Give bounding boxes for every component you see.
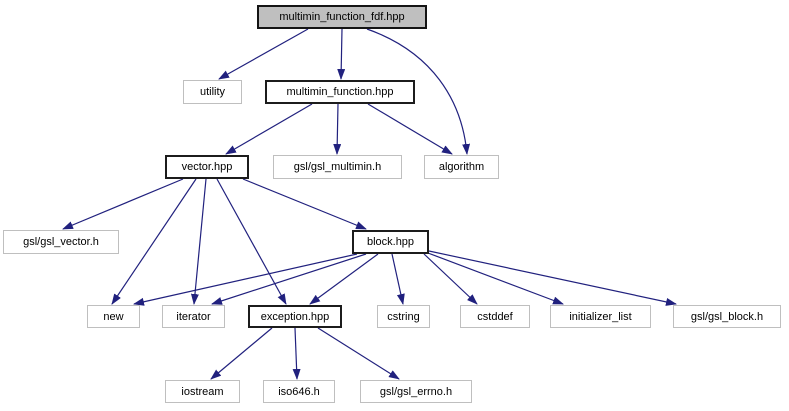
graph-node-label: utility [199, 86, 226, 98]
graph-node-label: gsl/gsl_multimin.h [293, 161, 382, 173]
include-edge-mf-to-algorithm [367, 103, 453, 155]
include-edge-fdf-to-mf [337, 28, 346, 80]
include-edge-exception-to-gslerrno [317, 327, 400, 380]
graph-node-label: iterator [176, 310, 211, 323]
graph-node-label: initializer_list [569, 310, 632, 323]
graph-node-iso646: iso646.h [263, 380, 335, 403]
graph-node-label: exception.hpp [260, 310, 330, 323]
graph-node-gslerrno: gsl/gsl_errno.h [360, 380, 472, 403]
graph-node-label: multimin_function.hpp [286, 86, 394, 98]
graph-node-utility: utility [183, 80, 242, 104]
include-edge-fdf-to-algorithm [366, 28, 471, 155]
graph-node-label: block.hpp [366, 236, 415, 248]
include-edge-block-to-iterator [211, 253, 367, 305]
graph-node-label: algorithm [438, 161, 485, 173]
graph-node-label: cstring [387, 310, 420, 323]
graph-node-label: new [103, 310, 124, 323]
include-edge-vector-to-iterator [190, 178, 207, 305]
include-edge-block-to-initlist [427, 252, 564, 305]
include-edge-block-to-cstring [391, 253, 405, 305]
graph-node-mf[interactable]: multimin_function.hpp [265, 80, 415, 104]
graph-node-iostream: iostream [165, 380, 240, 403]
graph-node-gslvector: gsl/gsl_vector.h [3, 230, 119, 254]
graph-node-fdf: multimin_function_fdf.hpp [257, 5, 427, 29]
include-edge-mf-to-vector [225, 103, 313, 155]
include-edge-vector-to-gslvector [62, 178, 184, 230]
include-edge-mf-to-gslmultimin [333, 103, 342, 155]
graph-node-label: cstddef [477, 310, 513, 323]
graph-node-label: multimin_function_fdf.hpp [279, 11, 405, 23]
include-edge-vector-to-block [242, 178, 367, 230]
include-edge-fdf-to-utility [218, 28, 309, 80]
graph-node-gslmultimin: gsl/gsl_multimin.h [273, 155, 402, 179]
graph-node-initlist: initializer_list [550, 305, 651, 328]
include-edge-exception-to-iostream [210, 327, 273, 380]
include-edge-vector-to-exception [216, 178, 287, 305]
graph-node-label: gsl/gsl_vector.h [23, 236, 99, 248]
include-edge-block-to-exception [309, 253, 379, 305]
graph-node-label: iso646.h [278, 385, 320, 398]
graph-node-block[interactable]: block.hpp [352, 230, 429, 254]
include-edge-vector-to-new [111, 178, 197, 305]
graph-node-label: gsl/gsl_errno.h [379, 385, 453, 398]
graph-node-vector[interactable]: vector.hpp [165, 155, 249, 179]
graph-node-iterator: iterator [162, 305, 225, 328]
include-edge-block-to-new [133, 253, 358, 306]
include-edge-exception-to-iso646 [292, 327, 301, 380]
graph-node-new: new [87, 305, 140, 328]
graph-node-label: vector.hpp [181, 161, 233, 173]
include-edge-block-to-cstddef [423, 253, 478, 305]
graph-node-label: gsl/gsl_block.h [690, 310, 764, 323]
graph-node-algorithm: algorithm [424, 155, 499, 179]
graph-node-gslblock: gsl/gsl_block.h [673, 305, 781, 328]
include-edge-block-to-gslblock [428, 250, 677, 306]
graph-node-cstring: cstring [377, 305, 430, 328]
graph-node-label: iostream [181, 385, 224, 398]
graph-node-cstddef: cstddef [460, 305, 530, 328]
graph-node-exception[interactable]: exception.hpp [248, 305, 342, 328]
